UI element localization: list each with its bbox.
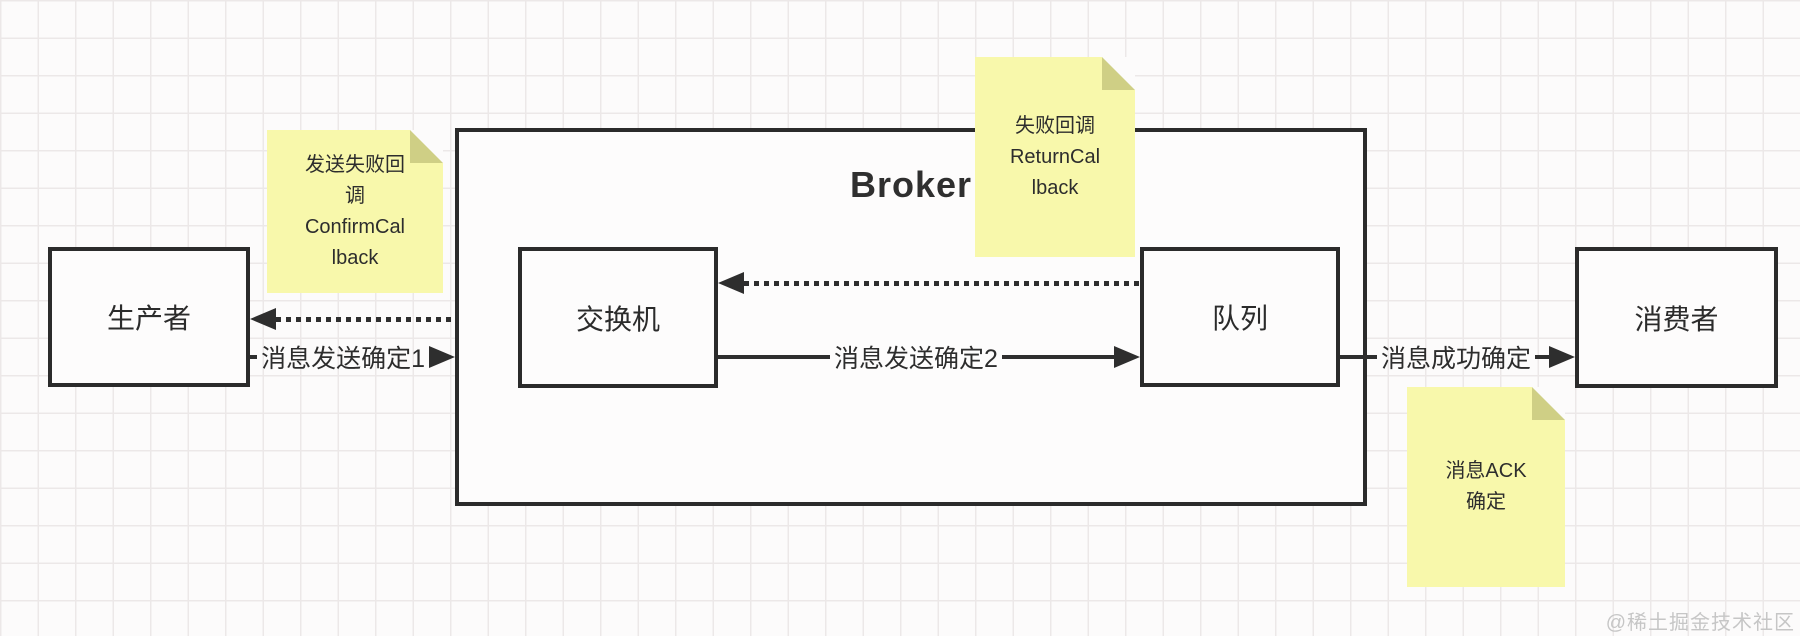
arrowhead-left-icon bbox=[718, 272, 744, 294]
edge-success-confirm: 消息成功确定 bbox=[1340, 343, 1575, 373]
edge-send-confirm-2: 消息发送确定2 bbox=[718, 343, 1140, 373]
edge-send-confirm-1: 消息发送确定1 bbox=[250, 343, 455, 373]
consumer-label: 消费者 bbox=[1634, 303, 1719, 335]
edge-line bbox=[250, 355, 258, 359]
note-line: ConfirmCal bbox=[304, 215, 406, 238]
arrowhead-right-icon bbox=[1549, 346, 1575, 368]
watermark: @稀土掘金技术社区 bbox=[1605, 612, 1795, 634]
edge-return-callback-dotted bbox=[718, 269, 1140, 297]
arrowhead-left-icon bbox=[250, 308, 276, 330]
edge-send-confirm-2-label: 消息发送确定2 bbox=[834, 345, 998, 373]
producer-label: 生产者 bbox=[106, 303, 191, 334]
edge-line bbox=[1535, 355, 1549, 359]
broker-title: Broker bbox=[849, 164, 973, 205]
producer-node: 生产者 bbox=[48, 247, 250, 387]
note-line: 消息ACK bbox=[1445, 460, 1527, 482]
queue-node: 队列 bbox=[1140, 247, 1340, 387]
edge-dotted-line bbox=[276, 316, 455, 322]
exchange-node: 交换机 bbox=[518, 247, 718, 388]
queue-label: 队列 bbox=[1211, 303, 1268, 334]
note-line: 调 bbox=[345, 184, 365, 207]
note-line: 确定 bbox=[1466, 491, 1506, 513]
arrowhead-right-icon bbox=[1114, 346, 1140, 368]
note-line: lback bbox=[331, 246, 379, 269]
note-line: lback bbox=[1031, 176, 1079, 199]
edge-dotted-line bbox=[744, 280, 1140, 286]
consumer-node: 消费者 bbox=[1575, 247, 1778, 388]
note-confirm-callback: 发送失败回 调 ConfirmCal lback bbox=[267, 130, 443, 293]
edge-success-confirm-label: 消息成功确定 bbox=[1381, 345, 1532, 373]
arrowhead-right-icon bbox=[429, 346, 455, 368]
note-message-ack: 消息ACK 确定 bbox=[1407, 387, 1565, 587]
note-line: ReturnCal bbox=[1009, 145, 1101, 168]
edge-confirm-callback-dotted bbox=[250, 305, 455, 333]
exchange-label: 交换机 bbox=[575, 303, 660, 335]
edge-line bbox=[1001, 355, 1114, 359]
edge-send-confirm-1-label: 消息发送确定1 bbox=[261, 345, 425, 373]
edge-line bbox=[718, 355, 831, 359]
edge-line bbox=[1340, 355, 1377, 359]
note-return-callback: 失败回调 ReturnCal lback bbox=[975, 57, 1135, 257]
note-line: 失败回调 bbox=[1015, 114, 1095, 137]
note-line: 发送失败回 bbox=[305, 153, 405, 176]
